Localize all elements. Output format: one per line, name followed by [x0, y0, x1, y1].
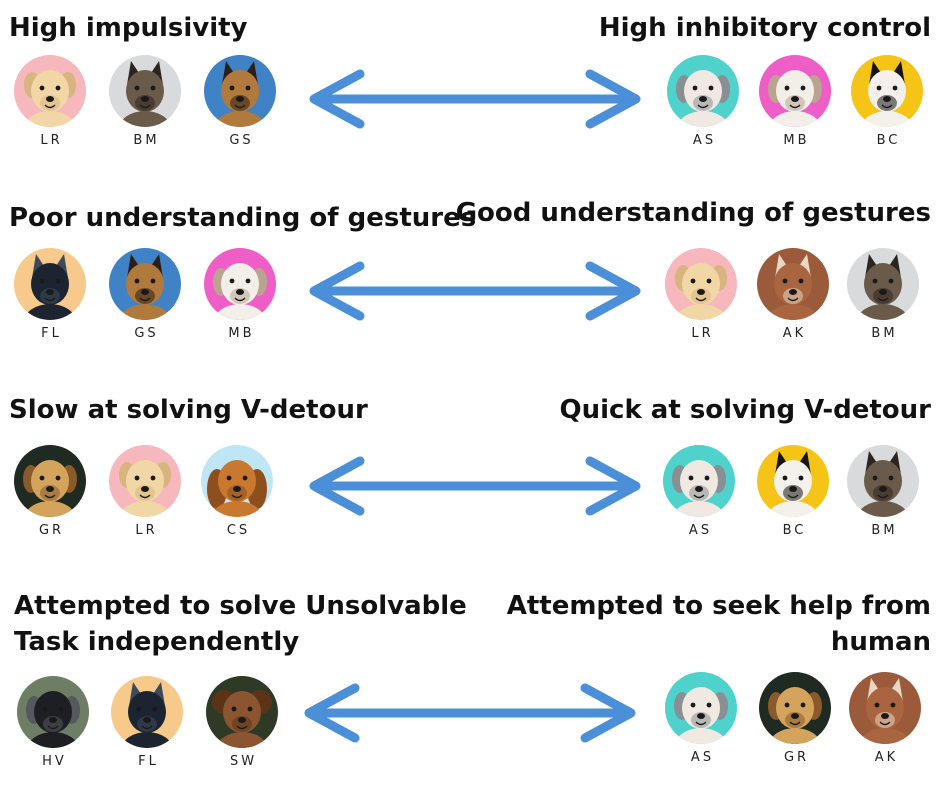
dog-photo [665, 672, 737, 744]
dog-avatar: MB [203, 248, 277, 341]
dog-code: LR [691, 326, 714, 341]
dog-avatar: GS [108, 248, 182, 341]
left-title-line: Task independently [14, 627, 300, 657]
dog-code: AK [782, 326, 807, 341]
dog-avatar: GR [758, 672, 832, 765]
dog-avatar: MB [758, 55, 832, 148]
double-arrow-icon [309, 69, 641, 129]
dog-code: CS [226, 523, 251, 538]
dog-avatar: BC [850, 55, 924, 148]
dog-code: GS [229, 133, 254, 148]
dog-photo [206, 676, 278, 748]
dog-photo [14, 248, 86, 320]
dog-photo [201, 445, 273, 517]
dog-photo [847, 248, 919, 320]
dog-photo [111, 676, 183, 748]
dog-code: AK [874, 750, 899, 765]
dog-avatar: SW [205, 676, 279, 769]
dog-avatar: AS [662, 445, 736, 538]
dog-photo [847, 445, 919, 517]
left-title-line: Attempted to solve Unsolvable [14, 591, 467, 621]
dog-photo [757, 248, 829, 320]
dog-code: GS [134, 326, 159, 341]
dog-code: FL [138, 754, 159, 769]
dog-photo [204, 55, 276, 127]
dog-avatar: LR [13, 55, 87, 148]
dog-code: GR [38, 523, 65, 538]
dog-code: AS [688, 523, 713, 538]
dog-code: HV [42, 754, 67, 769]
right-title: Attempted to seek help from human [507, 588, 931, 660]
dog-photo [757, 445, 829, 517]
dog-avatar: FL [13, 248, 87, 341]
dog-avatar: HV [16, 676, 90, 769]
dog-photo [851, 55, 923, 127]
dog-code: LR [40, 133, 63, 148]
dog-photo [663, 445, 735, 517]
dog-photo [109, 248, 181, 320]
dog-photo [665, 248, 737, 320]
dog-code: GR [783, 750, 810, 765]
dog-code: BM [871, 523, 898, 538]
dog-avatar: BC [756, 445, 830, 538]
dog-avatar: AK [848, 672, 922, 765]
dog-avatar: CS [200, 445, 274, 538]
right-title: Quick at solving V-detour [559, 395, 931, 425]
dog-avatar: LR [664, 248, 738, 341]
dog-code: AS [690, 750, 715, 765]
dog-photo [759, 672, 831, 744]
dog-photo [849, 672, 921, 744]
double-arrow-icon [309, 456, 641, 516]
right-title: Good understanding of gestures [455, 198, 931, 228]
right-title: High inhibitory control [598, 13, 931, 43]
double-arrow-icon [309, 261, 641, 321]
double-arrow-icon [304, 683, 636, 743]
dog-code: BC [876, 133, 901, 148]
left-title: High impulsivity [9, 13, 248, 43]
dog-avatar: AS [666, 55, 740, 148]
dog-code: BC [782, 523, 807, 538]
dog-code: MB [228, 326, 255, 341]
dog-photo [204, 248, 276, 320]
dog-avatar: AK [756, 248, 830, 341]
dog-avatar: AS [664, 672, 738, 765]
dog-avatar: GR [13, 445, 87, 538]
dog-code: BM [871, 326, 898, 341]
right-title-line: Attempted to seek help from [506, 591, 931, 621]
left-title: Poor understanding of gestures [9, 203, 477, 233]
dog-photo [759, 55, 831, 127]
left-title: Attempted to solve Unsolvable Task indep… [14, 588, 467, 660]
dog-avatar: BM [846, 248, 920, 341]
left-title: Slow at solving V-detour [9, 395, 368, 425]
dog-photo [667, 55, 739, 127]
dog-code: AS [692, 133, 717, 148]
dog-photo [14, 55, 86, 127]
dog-code: MB [783, 133, 810, 148]
dog-code: SW [229, 754, 258, 769]
dog-code: BM [133, 133, 160, 148]
dog-avatar: GS [203, 55, 277, 148]
right-title-line: human [830, 627, 931, 657]
dog-photo [17, 676, 89, 748]
dog-avatar: BM [846, 445, 920, 538]
dog-avatar: BM [108, 55, 182, 148]
dog-avatar: LR [108, 445, 182, 538]
dog-photo [109, 445, 181, 517]
dog-photo [14, 445, 86, 517]
dog-avatar: FL [110, 676, 184, 769]
dog-code: FL [41, 326, 62, 341]
dog-photo [109, 55, 181, 127]
dog-code: LR [135, 523, 158, 538]
